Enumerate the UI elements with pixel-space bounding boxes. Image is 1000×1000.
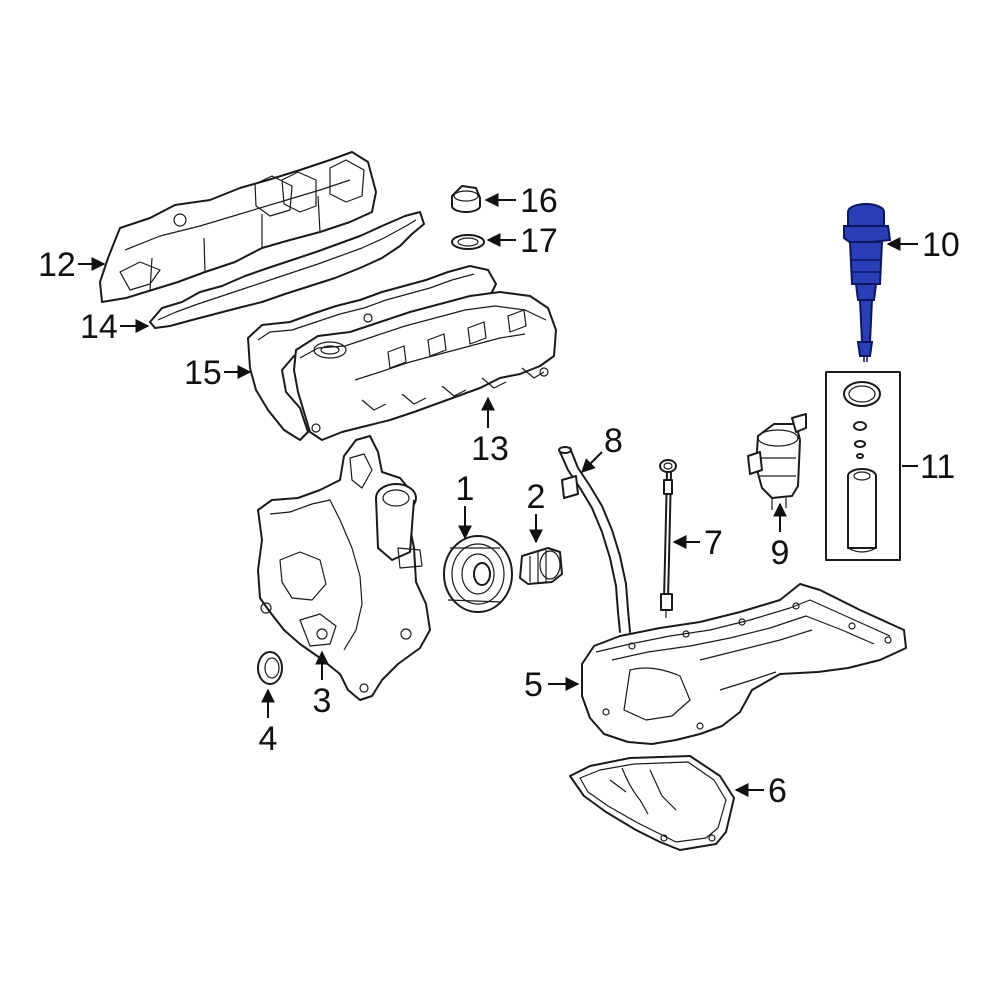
callout-10: 10: [922, 226, 960, 264]
engine-cover-part[interactable]: [99, 151, 377, 303]
callout-labels: 1 2 3 4 5 6 7 8 9 10 11 12 13 14 15 16 1…: [38, 182, 960, 810]
callout-14: 14: [80, 308, 118, 346]
cylinder-head-part[interactable]: [293, 291, 557, 441]
crank-pulley-part[interactable]: [443, 535, 513, 613]
callout-2: 2: [527, 478, 546, 516]
callout-15: 15: [184, 354, 222, 392]
kit-oring-large: [843, 381, 881, 407]
callout-6: 6: [768, 772, 787, 810]
callout-4: 4: [259, 720, 278, 758]
filter-housing-part[interactable]: [747, 413, 807, 510]
leader-8: [581, 451, 603, 473]
callout-11: 11: [920, 448, 955, 486]
upper-oil-pan-part[interactable]: [581, 583, 907, 745]
filter-kit-box[interactable]: [825, 371, 901, 561]
callout-13: 13: [471, 430, 509, 468]
cover-gasket-part[interactable]: [149, 211, 425, 329]
kit-oring-small: [853, 421, 867, 431]
callout-5: 5: [524, 666, 543, 704]
callout-7: 7: [704, 524, 723, 562]
lower-oil-pan-part[interactable]: [569, 755, 735, 851]
kit-filter-element: [847, 468, 877, 553]
callout-9: 9: [771, 534, 790, 572]
timing-cover-part[interactable]: [257, 435, 431, 701]
dipstick-part[interactable]: [659, 459, 677, 618]
kit-oring-tiny: [854, 440, 866, 448]
callout-8: 8: [604, 422, 623, 460]
oil-cap-part[interactable]: [451, 185, 481, 213]
cap-seal-part[interactable]: [451, 234, 485, 250]
callout-12: 12: [38, 246, 76, 284]
oil-filter-cap-part[interactable]: [843, 203, 892, 362]
front-seal-part[interactable]: [257, 651, 283, 685]
dipstick-tube-part[interactable]: [558, 446, 631, 633]
crank-gear-part[interactable]: [519, 547, 563, 585]
callout-16: 16: [520, 182, 558, 220]
callout-1: 1: [456, 470, 475, 508]
callout-3: 3: [313, 682, 332, 720]
leader-lines: [78, 193, 918, 797]
callout-17: 17: [520, 222, 558, 260]
